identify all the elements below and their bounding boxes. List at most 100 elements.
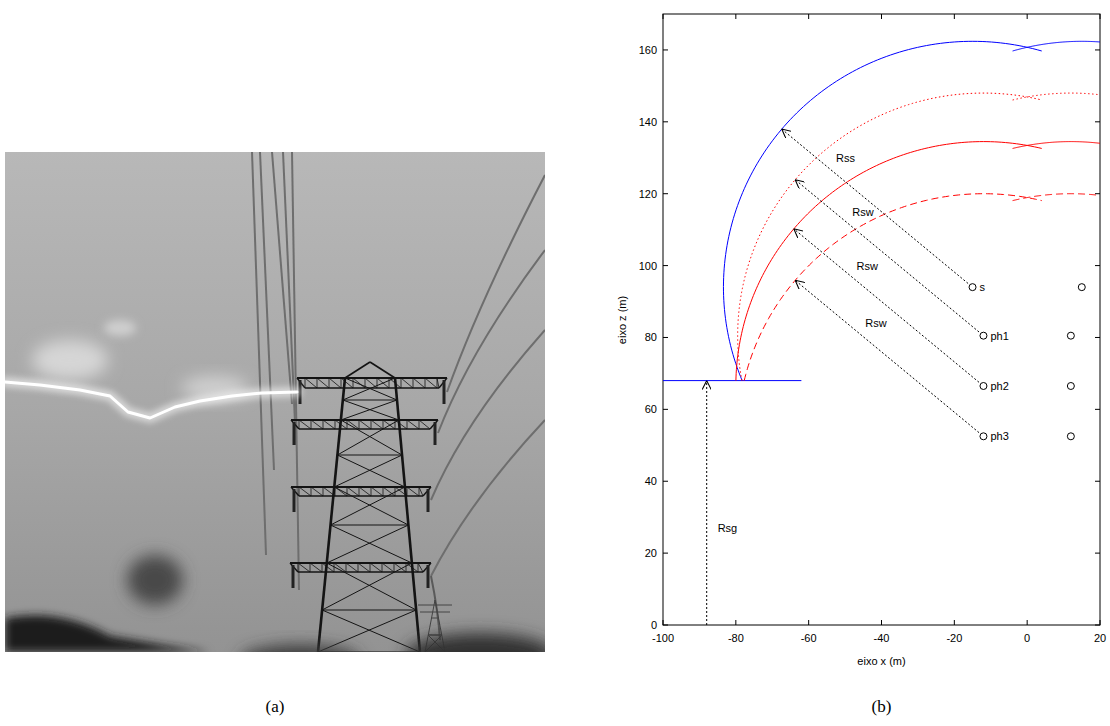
tower-member [425, 378, 437, 388]
tick-mark [1095, 553, 1100, 554]
conductor-marker [980, 433, 987, 440]
conductor-wires [431, 576, 440, 640]
tower-member [341, 378, 342, 388]
tick-label: 120 [639, 188, 657, 199]
distance-label: Rsw [864, 318, 887, 329]
tick-label: 80 [645, 332, 657, 343]
tick-label: -100 [652, 633, 674, 644]
tower-member [310, 563, 322, 572]
tick-mark [1095, 49, 1100, 50]
panel-caption: (b) [872, 698, 892, 715]
tower-member [382, 563, 394, 572]
tick-label: 60 [645, 404, 657, 415]
tower-member [347, 487, 348, 496]
phase3-arc [1013, 194, 1100, 201]
distance-label: Rsw [851, 206, 874, 217]
tower-member [371, 420, 372, 429]
tower-member [331, 524, 409, 525]
cloud-glow [127, 555, 183, 605]
tower-member [370, 362, 395, 378]
tower-member [371, 487, 383, 496]
tower-member [322, 563, 412, 610]
tower-member [337, 455, 405, 487]
conductor-label: ph1 [990, 330, 1008, 341]
tower-member [370, 563, 371, 572]
phase1-arc [1013, 93, 1100, 100]
tower-member [353, 378, 365, 388]
distance-label: Rsw [856, 260, 879, 271]
tower-member [335, 487, 347, 496]
ground-line [663, 380, 801, 381]
tower-member [334, 563, 335, 572]
phase2-arc [736, 142, 1042, 381]
tick-mark [663, 193, 668, 194]
transmission-tower [290, 362, 447, 652]
tower-member [347, 420, 359, 429]
shield-wire-arc [723, 41, 1041, 380]
tower-member [443, 380, 446, 404]
tower-member [358, 563, 370, 572]
tick-label: -40 [874, 633, 890, 644]
tower-member [377, 378, 378, 388]
tower-member [365, 378, 366, 388]
tower-member [406, 563, 418, 572]
distance-arrow [795, 180, 979, 332]
tower-member [331, 487, 405, 525]
tower-member [346, 563, 358, 572]
tower-member [345, 378, 397, 400]
tower-member [322, 563, 334, 572]
tower-member [335, 487, 336, 496]
axis-title: eixo z (m) [617, 295, 628, 343]
tower-member [297, 377, 447, 379]
tower-member [383, 420, 395, 429]
tower-member [394, 563, 395, 572]
tick-mark [663, 409, 668, 410]
lightning-bolt [5, 382, 297, 418]
tower-member [331, 525, 412, 563]
tower-member [383, 487, 384, 496]
tower-member [425, 378, 426, 388]
tower-member [437, 378, 439, 388]
tick-mark [954, 620, 955, 625]
tower-member [358, 563, 359, 572]
tower-member [298, 571, 423, 573]
tower-member [389, 378, 401, 388]
distance-label: Rsg [717, 522, 739, 533]
tower-member [427, 489, 430, 512]
dark-foreground [5, 615, 545, 652]
tick-mark [663, 620, 664, 625]
tower-member [305, 378, 317, 388]
tower-member [341, 378, 353, 388]
tick-mark [1095, 121, 1100, 122]
conductor-marker [969, 284, 976, 291]
tick-label: 40 [645, 476, 657, 487]
tower-member [318, 610, 416, 652]
tower-member [299, 487, 311, 496]
phase1-arc [738, 93, 1042, 381]
tower-member [419, 420, 420, 429]
tower-member [337, 420, 398, 455]
tower-member [329, 378, 330, 388]
tower-member [419, 420, 430, 429]
tick-mark [735, 14, 736, 19]
tower-member [383, 487, 395, 496]
tower-member [298, 563, 310, 572]
tower-member [341, 420, 402, 455]
tower-member [434, 422, 437, 445]
tick-label: 20 [1094, 633, 1106, 644]
tower-member [323, 487, 335, 496]
tick-mark [663, 14, 1100, 625]
tower-member [305, 387, 439, 389]
tick-mark [881, 620, 882, 625]
tower-member [377, 378, 389, 388]
tick-label: 140 [639, 116, 657, 127]
tower-member [343, 400, 399, 420]
tower-member [389, 378, 390, 388]
tick-label: 160 [639, 44, 657, 55]
tower-member [395, 420, 407, 429]
tower-member [305, 378, 306, 388]
tower-member [293, 422, 296, 445]
tower-member [323, 487, 324, 496]
tower-member [346, 563, 347, 572]
